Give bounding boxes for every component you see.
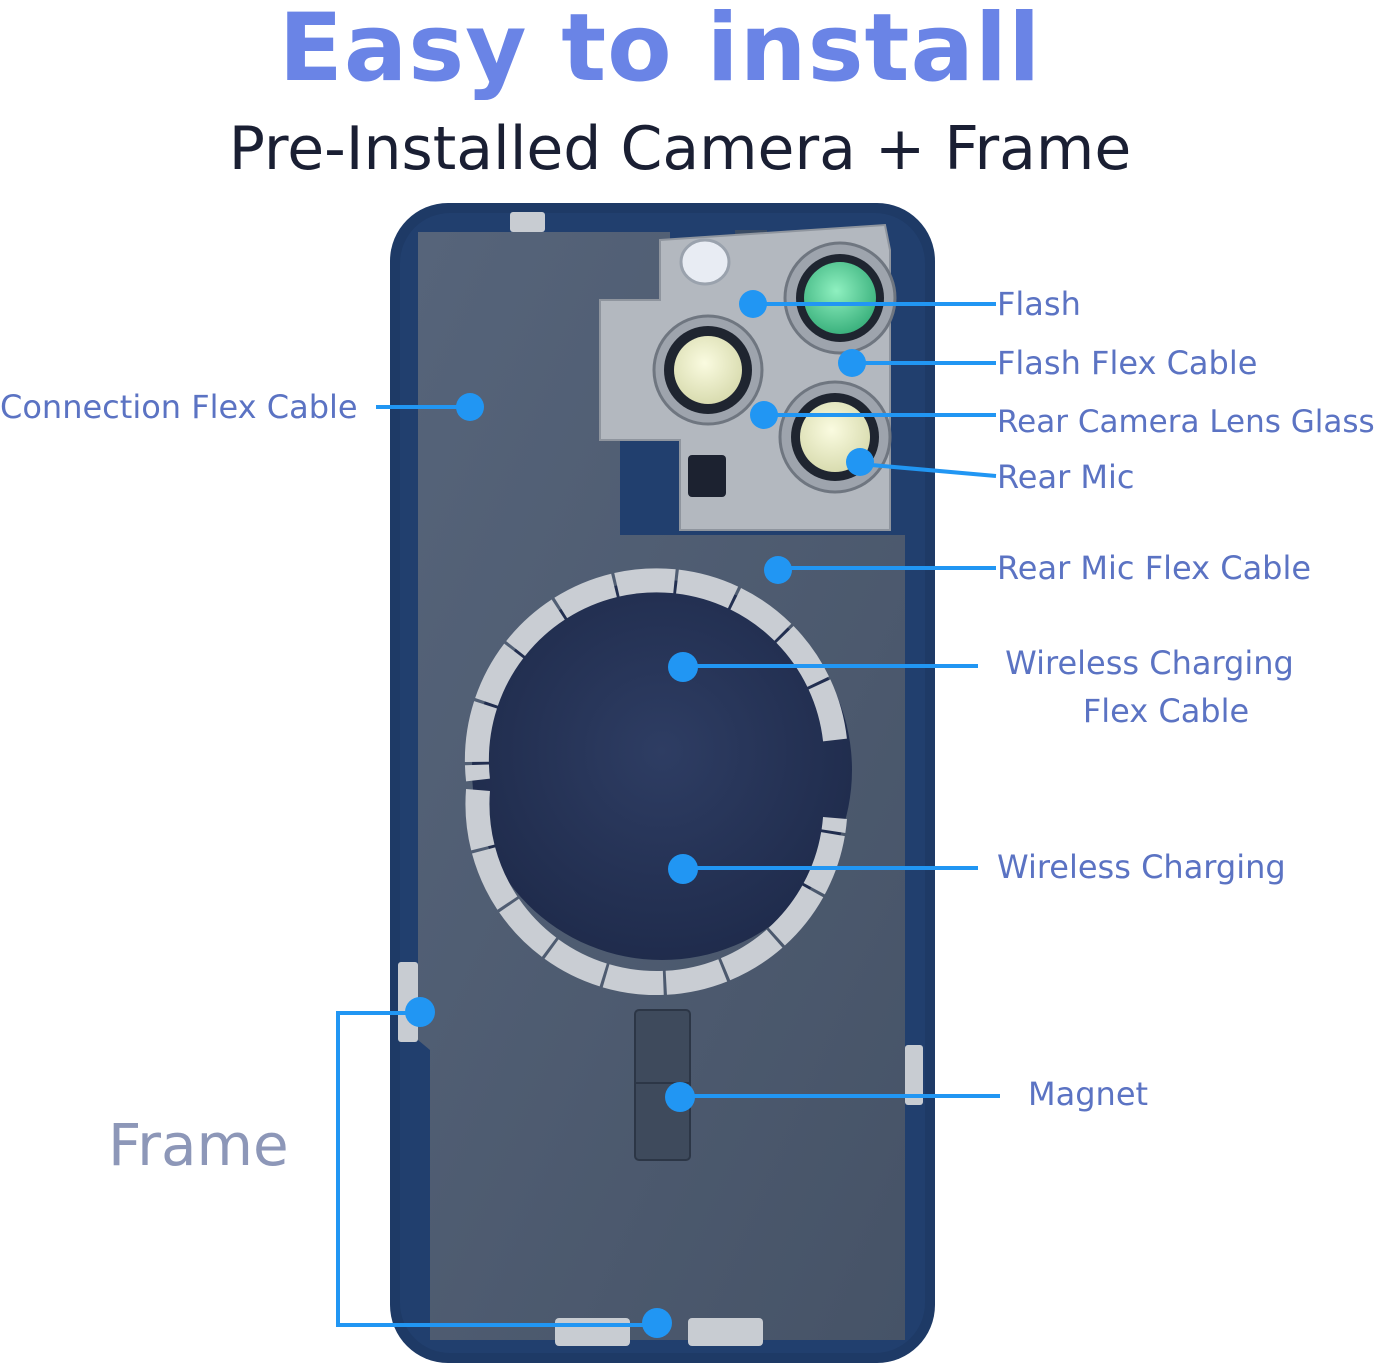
- camera-plate-slot: [688, 455, 726, 497]
- label-flash: Flash: [997, 285, 1081, 323]
- charging-ring-lower: [465, 789, 847, 996]
- charging-ring-upper: [464, 568, 847, 782]
- bottom-clip-left: [555, 1318, 630, 1346]
- label-flash-flex-cable: Flash Flex Cable: [997, 344, 1258, 382]
- label-wireless-charging-flex-cable-line1: Wireless Charging: [1005, 644, 1294, 682]
- wireless-charging-ring-icon: [464, 568, 852, 996]
- label-wireless-charging: Wireless Charging: [997, 848, 1286, 886]
- label-rear-camera-lens-glass: Rear Camera Lens Glass: [997, 404, 1375, 440]
- page-title: Easy to install: [278, 0, 1042, 103]
- right-frame-clip: [905, 1045, 923, 1105]
- label-connection-flex-cable: Connection Flex Cable: [0, 388, 358, 426]
- magnet-icon: [634, 1009, 691, 1161]
- camera-lens-icon: [652, 241, 897, 494]
- bottom-clip-right: [688, 1318, 763, 1346]
- leader-rear-mic: [859, 462, 997, 478]
- leader-frame-bracket: [336, 1011, 656, 1327]
- flash-icon: [679, 238, 731, 286]
- label-frame: Frame: [108, 1111, 289, 1179]
- label-rear-mic-flex-cable: Rear Mic Flex Cable: [997, 549, 1312, 587]
- leader-lines: [336, 302, 1000, 1327]
- label-wireless-charging-flex-cable-line2: Flex Cable: [1082, 692, 1250, 730]
- label-rear-mic: Rear Mic: [997, 458, 1135, 496]
- leader-dots: [405, 290, 874, 1338]
- phone-back-housing-icon: [390, 203, 935, 1363]
- page-subtitle: Pre-Installed Camera + Frame: [228, 114, 1132, 184]
- wireless-charging-disc: [472, 580, 852, 960]
- top-clip: [510, 212, 545, 232]
- label-magnet: Magnet: [1028, 1075, 1149, 1113]
